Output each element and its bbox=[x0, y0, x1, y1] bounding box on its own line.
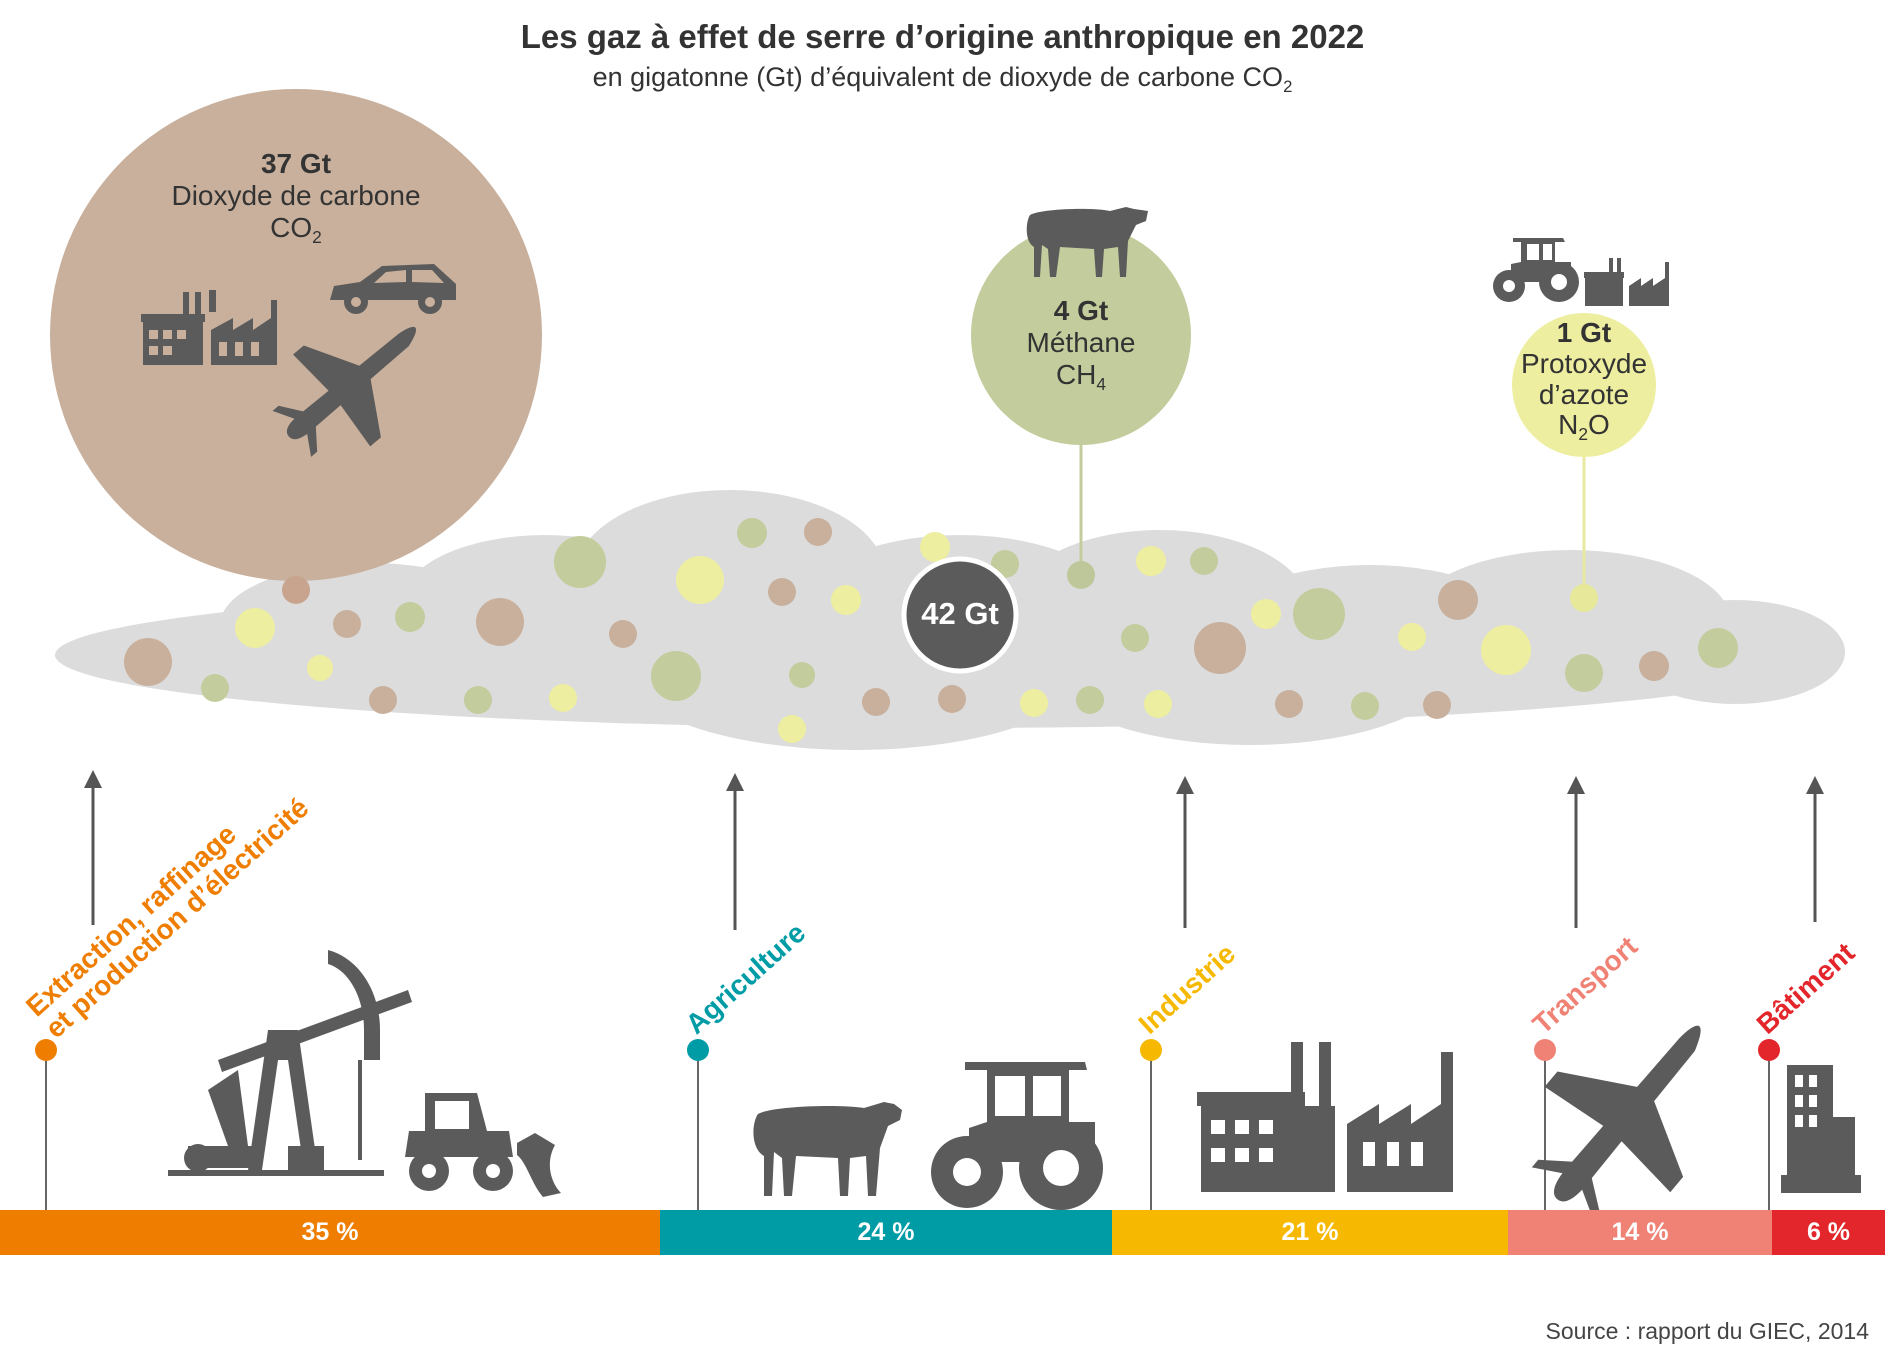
molecule-dot bbox=[789, 662, 815, 688]
molecule-dot bbox=[1481, 625, 1531, 675]
molecule-dot bbox=[920, 532, 950, 562]
molecule-dot bbox=[333, 610, 361, 638]
cow-icon bbox=[1026, 207, 1148, 277]
molecule-dot bbox=[549, 684, 577, 712]
molecule-dots bbox=[124, 518, 1738, 743]
n2o-name-line2: d’azote bbox=[1538, 378, 1630, 410]
molecule-dot bbox=[307, 655, 333, 681]
co2-circle bbox=[50, 89, 542, 581]
methane-label: 4 Gt Méthane CH4 bbox=[981, 295, 1181, 395]
molecule-dot bbox=[1398, 623, 1426, 651]
molecule-dot bbox=[1144, 690, 1172, 718]
molecule-dot bbox=[201, 674, 229, 702]
molecule-dot bbox=[768, 578, 796, 606]
car-icon bbox=[330, 264, 456, 314]
co2-name: Dioxyde de carbone bbox=[171, 180, 421, 212]
molecule-dot bbox=[831, 585, 861, 615]
molecule-dot bbox=[862, 688, 890, 716]
molecule-dot bbox=[1020, 689, 1048, 717]
bar-segment-industrie: 21 % bbox=[1112, 1210, 1508, 1255]
building-icon bbox=[1781, 1065, 1861, 1193]
co2-label: 37 Gt Dioxyde de carbone CO2 bbox=[96, 148, 496, 248]
oil-pump-icon bbox=[168, 950, 412, 1176]
molecule-dot bbox=[804, 518, 832, 546]
molecule-dot bbox=[124, 638, 172, 686]
molecule-dot bbox=[1194, 622, 1246, 674]
methane-amount: 4 Gt bbox=[1053, 295, 1109, 326]
molecule-dot bbox=[554, 536, 606, 588]
n2o-circle bbox=[1512, 313, 1656, 457]
airplane-icon-bottom bbox=[1531, 1025, 1701, 1219]
molecule-dot bbox=[476, 598, 524, 646]
molecule-dot bbox=[464, 686, 492, 714]
sector-arrows bbox=[84, 770, 1824, 930]
factory-icon bbox=[141, 290, 277, 365]
airplane-icon bbox=[272, 326, 417, 457]
molecule-dot bbox=[651, 651, 701, 701]
molecule-dot bbox=[1293, 588, 1345, 640]
tractor-icon-bottom bbox=[931, 1062, 1103, 1210]
methane-cloud-dot bbox=[1067, 561, 1095, 589]
bulldozer-icon bbox=[405, 1093, 561, 1197]
industry-small-icon bbox=[1584, 258, 1669, 306]
bar-segment-agriculture: 24 % bbox=[660, 1210, 1112, 1255]
molecule-dot bbox=[1251, 599, 1281, 629]
co2-cloud-dot bbox=[282, 576, 310, 604]
methane-formula: CH4 bbox=[1055, 359, 1107, 395]
methane-name: Méthane bbox=[1026, 327, 1136, 359]
total-circle bbox=[901, 556, 1019, 674]
co2-formula: CO2 bbox=[270, 212, 322, 248]
molecule-dot bbox=[1076, 686, 1104, 714]
factory-icon-bottom bbox=[1197, 1042, 1453, 1192]
molecule-dot bbox=[369, 686, 397, 714]
molecule-dot bbox=[778, 715, 806, 743]
n2o-name-line1: Protoxyde bbox=[1520, 347, 1648, 379]
molecule-dot bbox=[1639, 651, 1669, 681]
bar-segment-extraction: 35 % bbox=[0, 1210, 660, 1255]
molecule-dot bbox=[1698, 628, 1738, 668]
molecule-dot bbox=[1121, 624, 1149, 652]
sector-pins bbox=[35, 1039, 1780, 1210]
molecule-dot bbox=[1423, 691, 1451, 719]
molecule-dot bbox=[1351, 692, 1379, 720]
molecule-dot bbox=[676, 556, 724, 604]
tractor-icon bbox=[1493, 238, 1579, 302]
bar-segment-batiment: 6 % bbox=[1772, 1210, 1885, 1255]
molecule-dot bbox=[1275, 690, 1303, 718]
total-label: 42 Gt bbox=[921, 596, 999, 631]
n2o-formula: N2O bbox=[1558, 409, 1610, 445]
chart-title: Les gaz à effet de serre d’origine anthr… bbox=[520, 18, 1365, 55]
co2-amount: 37 Gt bbox=[260, 148, 332, 179]
molecule-dot bbox=[737, 518, 767, 548]
n2o-cloud-dot bbox=[1570, 584, 1598, 612]
molecule-dot bbox=[1136, 546, 1166, 576]
source-note: Source : rapport du GIEC, 2014 bbox=[1545, 1318, 1869, 1344]
molecule-dot bbox=[1438, 580, 1478, 620]
chart-subtitle: en gigatonne (Gt) d’équivalent de dioxyd… bbox=[592, 62, 1293, 96]
molecule-dot bbox=[1190, 547, 1218, 575]
n2o-label: 1 Gt Protoxyde d’azote N2O bbox=[1504, 317, 1664, 445]
methane-circle bbox=[971, 225, 1191, 445]
n2o-amount: 1 Gt bbox=[1556, 317, 1612, 348]
bar-segment-transport: 14 % bbox=[1508, 1210, 1772, 1255]
molecule-dot bbox=[1565, 654, 1603, 692]
molecule-dot bbox=[609, 620, 637, 648]
molecule-dot bbox=[235, 608, 275, 648]
cow-icon-bottom bbox=[753, 1102, 902, 1196]
molecule-dot bbox=[395, 602, 425, 632]
molecule-dot bbox=[938, 685, 966, 713]
